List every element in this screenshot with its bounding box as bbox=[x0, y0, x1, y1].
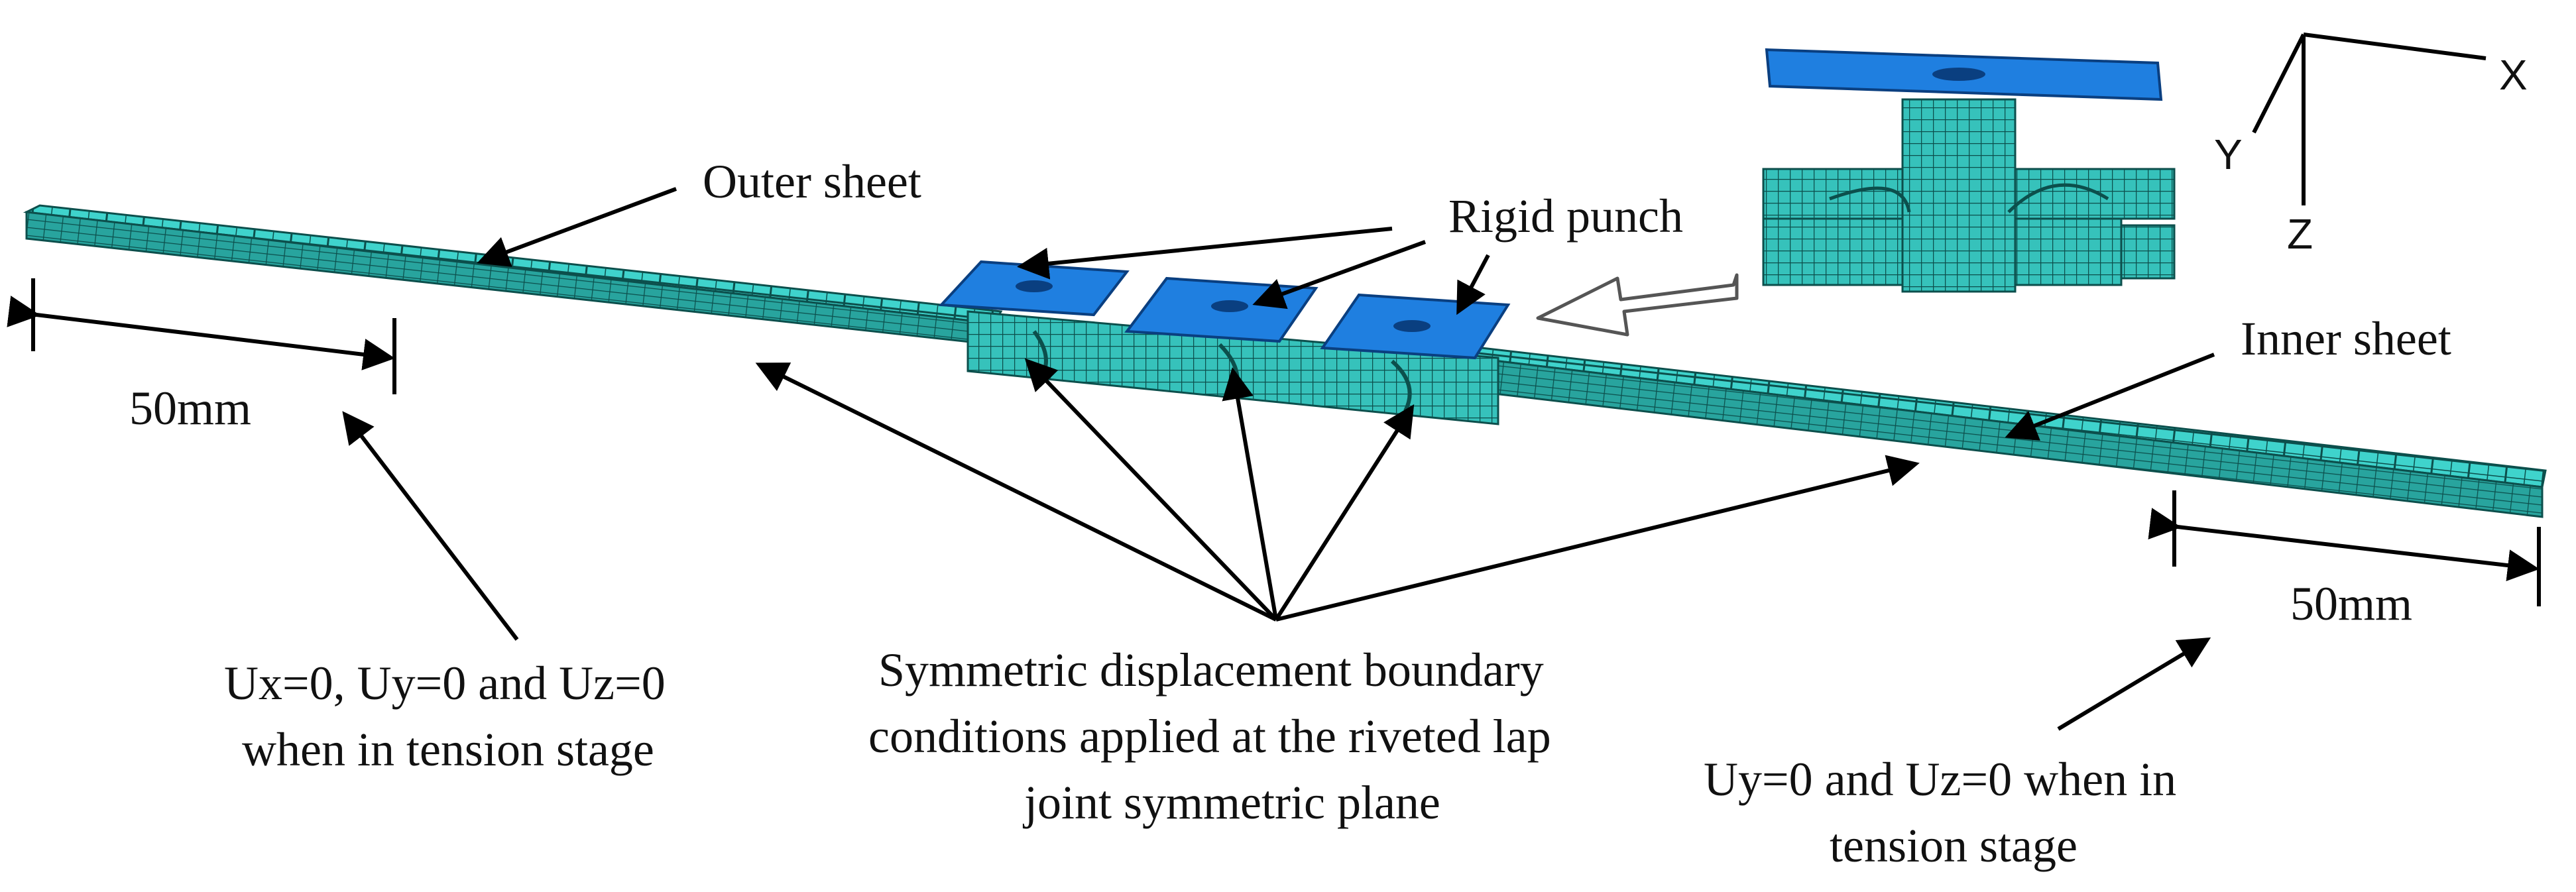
inner-sheet-label: Inner sheet bbox=[2241, 312, 2451, 365]
symmetry-annotation: Symmetric displacement boundary conditio… bbox=[868, 643, 1551, 829]
sym-line3: joint symmetric plane bbox=[1022, 776, 1440, 829]
outer-sheet-mesh bbox=[23, 204, 1003, 346]
sym-line1: Symmetric displacement boundary bbox=[878, 643, 1544, 697]
bc-left-line1: Ux=0, Uy=0 and Uz=0 bbox=[224, 657, 666, 710]
hollow-arrow-icon bbox=[1536, 273, 1739, 337]
leader-arrows bbox=[342, 187, 2215, 731]
rigid-punch-label: Rigid punch bbox=[1448, 190, 1683, 243]
outer-sheet-label: Outer sheet bbox=[703, 155, 921, 208]
dimension-left: 50mm bbox=[7, 278, 396, 435]
bc-right-line1: Uy=0 and Uz=0 when in bbox=[1704, 753, 2176, 806]
sym-line2: conditions applied at the riveted lap bbox=[868, 710, 1551, 763]
bc-left-line2: when in tension stage bbox=[242, 723, 654, 776]
bc-right-annotation: Uy=0 and Uz=0 when in tension stage bbox=[1704, 753, 2176, 872]
rigid-punch-3 bbox=[1320, 293, 1511, 360]
bc-left-annotation: Ux=0, Uy=0 and Uz=0 when in tension stag… bbox=[224, 657, 666, 776]
x-axis-label: X bbox=[2499, 51, 2528, 99]
bc-right-line2: tension stage bbox=[1830, 819, 2078, 872]
dimension-left-label: 50mm bbox=[129, 382, 251, 435]
inner-sheet-mesh bbox=[1469, 347, 2547, 518]
z-axis-label: Z bbox=[2287, 210, 2313, 258]
dimension-right: 50mm bbox=[2148, 490, 2541, 630]
y-axis-label: Y bbox=[2214, 131, 2243, 178]
coordinate-axes: X Y Z bbox=[2214, 32, 2528, 258]
rigid-punch-2 bbox=[1124, 276, 1318, 343]
rigid-punch-1 bbox=[938, 260, 1130, 317]
inset-cross-section bbox=[1762, 48, 2176, 293]
dimension-right-label: 50mm bbox=[2290, 577, 2412, 630]
